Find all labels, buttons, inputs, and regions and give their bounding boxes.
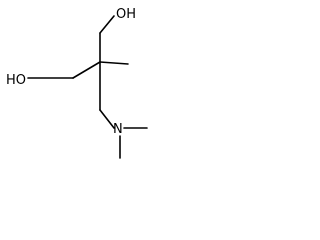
atom-label-oh-top: OH bbox=[116, 7, 136, 22]
bond-oh-top-ch2 bbox=[99, 15, 115, 34]
bond-c-ch2-left bbox=[72, 61, 101, 79]
bond-c-methyl bbox=[99, 61, 129, 65]
atom-label-nitrogen: N bbox=[113, 122, 123, 137]
bond-ch2-lower-n bbox=[99, 109, 115, 129]
atom-label-ho-left: HO bbox=[6, 73, 26, 88]
structure-diagram: OH HO N bbox=[6, 7, 148, 159]
